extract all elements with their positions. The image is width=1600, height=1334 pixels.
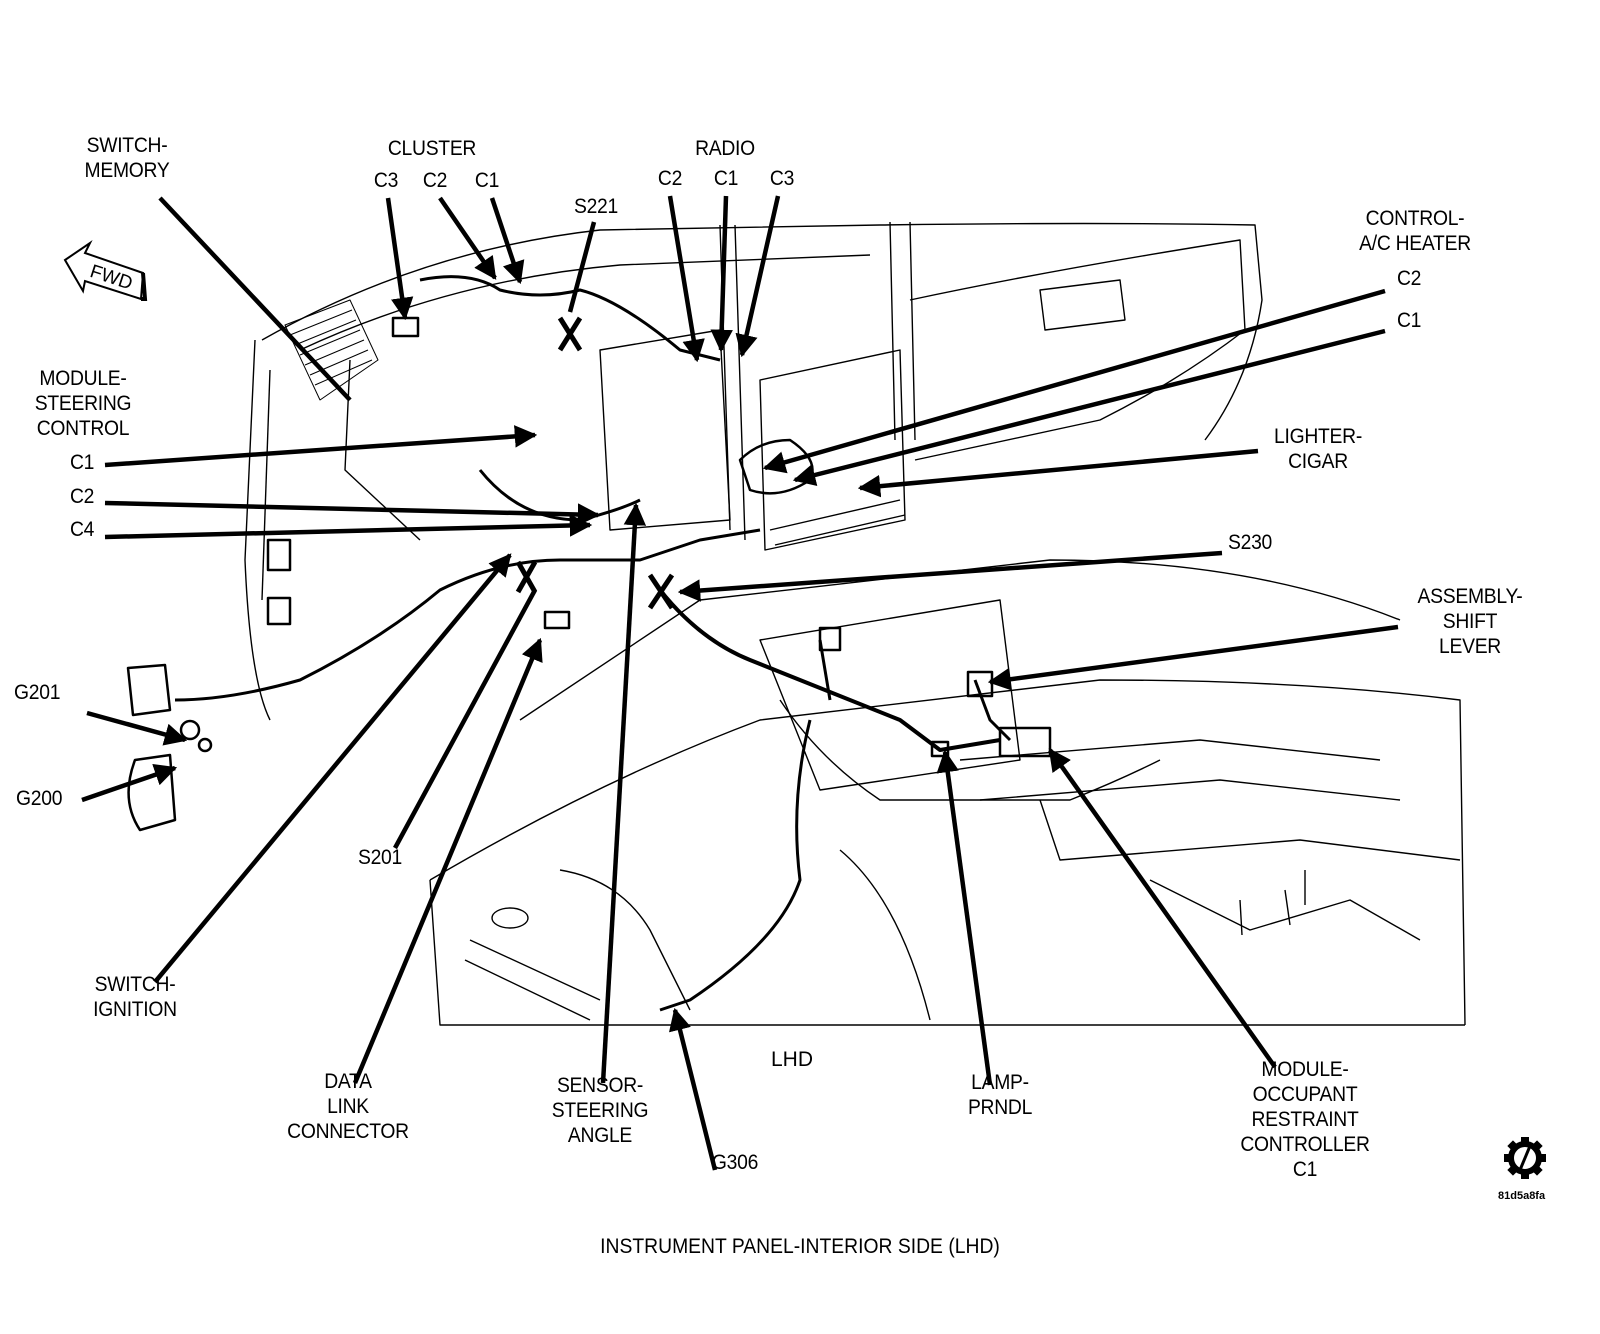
label-cluster-c1: C1 (474, 169, 500, 192)
splice-marks (515, 316, 675, 610)
leader-g201 (86, 710, 188, 746)
leader-radio-c3 (735, 195, 781, 358)
label-assembly-shift-lever: ASSEMBLY- SHIFT LEVER (1417, 585, 1523, 658)
label-g200: G200 (16, 787, 63, 810)
label-radio-c3: C3 (769, 167, 795, 190)
label-g306: G306 (711, 1151, 759, 1174)
gear-slash-icon (1504, 1137, 1546, 1179)
label-cluster-c2: C2 (422, 169, 448, 192)
leader-s201 (393, 588, 537, 850)
label-radio: RADIO (695, 137, 755, 160)
leader-s221 (567, 221, 597, 313)
image-code: 81d5a8fa (1498, 1190, 1546, 1202)
leader-cluster-c1 (489, 197, 525, 285)
leader-msc-c2 (104, 500, 601, 526)
label-switch-memory: SWITCH- MEMORY (84, 134, 170, 182)
leader-radio-c2 (667, 195, 705, 363)
vehicle-line-art (126, 221, 1466, 1026)
leader-lines (81, 195, 1399, 1171)
label-s201: S201 (357, 846, 403, 869)
leader-sensor-steering (600, 502, 647, 1084)
label-cluster: CLUSTER (387, 137, 477, 160)
leader-msc-c1 (104, 425, 538, 468)
leader-msc-c4 (104, 514, 593, 540)
label-s221: S221 (573, 195, 619, 218)
label-lighter-cigar: LIGHTER- CIGAR (1274, 425, 1362, 473)
view-label-lhd: LHD (771, 1048, 814, 1071)
label-cluster-c3: C3 (373, 169, 399, 192)
leader-g306 (668, 1007, 718, 1171)
splice-x-s201 (515, 560, 538, 594)
leader-lamp-prndl (936, 749, 993, 1086)
leader-lighter-cigar (857, 448, 1259, 498)
label-msc-c4: C4 (70, 518, 95, 541)
label-module-occupant-restraint-controller: MODULE- OCCUPANT RESTRAINT CONTROLLER C1 (1240, 1058, 1370, 1181)
leader-radio-c1 (710, 195, 733, 353)
label-radio-c2: C2 (657, 167, 683, 190)
label-data-link-connector: DATA LINK CONNECTOR (287, 1070, 409, 1143)
leader-g200 (81, 763, 178, 803)
fwd-arrow-icon: FWD (63, 240, 148, 301)
label-control-ac-heater: CONTROL- A/C HEATER (1359, 207, 1471, 255)
vent-grille (284, 299, 379, 401)
leader-switch-ignition (153, 553, 512, 984)
label-control-ac-heater-c1: C1 (1397, 309, 1422, 332)
label-msc-c1: C1 (70, 451, 95, 474)
label-module-steering-control: MODULE- STEERING CONTROL (34, 367, 132, 440)
leader-cluster-c3 (385, 197, 414, 321)
leader-s230 (677, 550, 1223, 602)
leader-cluster-c2 (438, 196, 497, 280)
leader-switch-memory (158, 196, 352, 402)
leader-orc-c1 (1048, 748, 1277, 1069)
diagram-title: INSTRUMENT PANEL-INTERIOR SIDE (LHD) (600, 1235, 1000, 1258)
splice-x-s221 (557, 316, 583, 352)
label-msc-c2: C2 (70, 485, 95, 508)
label-g201: G201 (14, 681, 61, 704)
label-sensor-steering-angle: SENSOR- STEERING ANGLE (551, 1074, 649, 1147)
leader-shift-lever (987, 624, 1399, 691)
label-lamp-prndl: LAMP- PRNDL (967, 1071, 1033, 1119)
label-s230: S230 (1228, 531, 1273, 554)
splice-x-s230 (647, 573, 675, 610)
leader-dlc (352, 637, 543, 1084)
leader-control-c2 (762, 288, 1386, 474)
label-switch-ignition: SWITCH- IGNITION (93, 973, 177, 1021)
leader-control-c1 (792, 328, 1386, 486)
label-radio-c1: C1 (713, 167, 739, 190)
label-control-ac-heater-c2: C2 (1397, 267, 1422, 290)
